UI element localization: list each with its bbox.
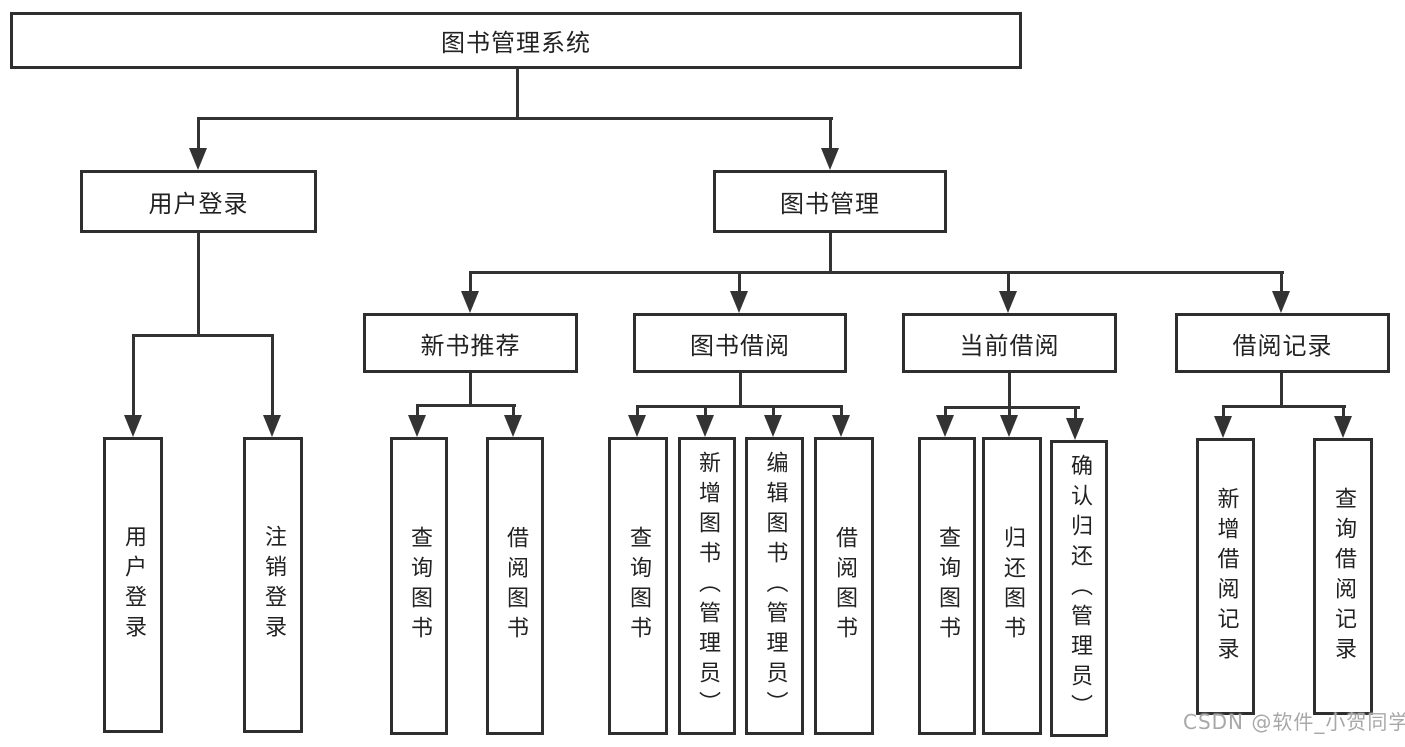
arrowhead-cb-query bbox=[936, 415, 954, 437]
connector-drop-cb-query bbox=[944, 406, 947, 416]
connector-book-management-trunk bbox=[829, 233, 832, 273]
arrowhead-bb-add bbox=[696, 415, 714, 437]
connector-drop-user-login bbox=[197, 117, 200, 149]
connector-borrow-records-split bbox=[1222, 405, 1346, 408]
connector-drop-book-borrow bbox=[738, 271, 741, 293]
leaf-bb-query-books: 查询图书 bbox=[608, 437, 668, 735]
connector-user-login-split bbox=[132, 334, 274, 337]
connector-drop-nb-query bbox=[416, 404, 419, 416]
leaf-logout: 注销登录 bbox=[243, 437, 303, 733]
node-library-system: 图书管理系统 bbox=[10, 12, 1022, 69]
connector-new-books-trunk bbox=[469, 373, 472, 407]
connector-new-books-split bbox=[416, 404, 516, 407]
node-current-borrowing: 当前借阅 bbox=[902, 313, 1117, 373]
arrowhead-login bbox=[124, 415, 142, 437]
arrowhead-bb-query bbox=[628, 415, 646, 437]
arrowhead-logout bbox=[263, 415, 281, 437]
connector-book-borrow-trunk bbox=[739, 373, 742, 408]
leaf-bb-add-books-admin: 新增图书（管理员） bbox=[678, 437, 736, 735]
node-book-borrowing: 图书借阅 bbox=[633, 313, 847, 373]
connector-drop-borrow-records bbox=[1280, 271, 1283, 293]
leaf-cb-confirm-return-admin: 确认归还（管理员） bbox=[1050, 440, 1108, 737]
connector-borrow-records-trunk bbox=[1280, 373, 1283, 408]
leaf-nb-borrow-books: 借阅图书 bbox=[486, 437, 544, 735]
node-book-management: 图书管理 bbox=[713, 170, 947, 233]
arrowhead-cb-return bbox=[1000, 415, 1018, 437]
connector-drop-bb-borrow bbox=[840, 405, 843, 416]
connector-drop-nb-borrow bbox=[512, 404, 515, 416]
connector-drop-br-query bbox=[1342, 405, 1345, 416]
arrowhead-bb-edit bbox=[764, 415, 782, 437]
connector-drop-bb-query bbox=[636, 405, 639, 416]
connector-drop-current-borrow bbox=[1007, 271, 1010, 293]
csdn-watermark: CSDN @软件_小贺同学 bbox=[1183, 710, 1405, 734]
arrowhead-book-management bbox=[821, 148, 839, 170]
leaf-user-login: 用户登录 bbox=[103, 437, 163, 733]
arrowhead-br-query bbox=[1334, 416, 1352, 438]
leaf-cb-query-books: 查询图书 bbox=[918, 437, 976, 735]
arrowhead-bb-borrow bbox=[832, 415, 850, 437]
connector-root-split bbox=[197, 117, 833, 120]
connector-drop-logout bbox=[271, 334, 274, 416]
connector-drop-book-management bbox=[829, 117, 832, 149]
connector-user-login-trunk bbox=[197, 232, 200, 336]
arrowhead-user-login bbox=[189, 148, 207, 170]
connector-current-borrow-split bbox=[944, 406, 1080, 409]
connector-root-trunk bbox=[516, 68, 519, 120]
leaf-bb-edit-books-admin: 编辑图书（管理员） bbox=[745, 437, 804, 735]
connector-current-borrow-trunk bbox=[1008, 373, 1011, 409]
arrowhead-book-borrow bbox=[730, 291, 748, 313]
arrowhead-br-add bbox=[1214, 416, 1232, 438]
connector-drop-cb-return bbox=[1008, 406, 1011, 416]
arrowhead-nb-query bbox=[408, 415, 426, 437]
node-user-login: 用户登录 bbox=[80, 170, 317, 233]
connector-drop-login bbox=[132, 334, 135, 416]
arrowhead-cb-confirm bbox=[1066, 418, 1084, 440]
connector-drop-cb-confirm bbox=[1074, 406, 1077, 418]
connector-book-management-split bbox=[469, 271, 1284, 274]
node-new-book-recommend: 新书推荐 bbox=[363, 313, 578, 373]
leaf-cb-return-books: 归还图书 bbox=[982, 437, 1042, 735]
arrowhead-borrow-records bbox=[1272, 291, 1290, 313]
connector-drop-new-books bbox=[469, 271, 472, 293]
node-borrowing-records: 借阅记录 bbox=[1175, 313, 1390, 373]
leaf-br-add-record: 新增借阅记录 bbox=[1196, 438, 1255, 715]
leaf-br-query-record: 查询借阅记录 bbox=[1313, 438, 1373, 715]
connector-drop-bb-add bbox=[704, 405, 707, 416]
arrowhead-current-borrow bbox=[999, 291, 1017, 313]
connector-drop-br-add bbox=[1222, 405, 1225, 416]
leaf-nb-query-books: 查询图书 bbox=[390, 437, 448, 735]
arrowhead-nb-borrow bbox=[504, 415, 522, 437]
connector-drop-bb-edit bbox=[772, 405, 775, 416]
arrowhead-new-books bbox=[461, 291, 479, 313]
leaf-bb-borrow-books: 借阅图书 bbox=[814, 437, 874, 735]
connector-book-borrow-split bbox=[636, 405, 843, 408]
